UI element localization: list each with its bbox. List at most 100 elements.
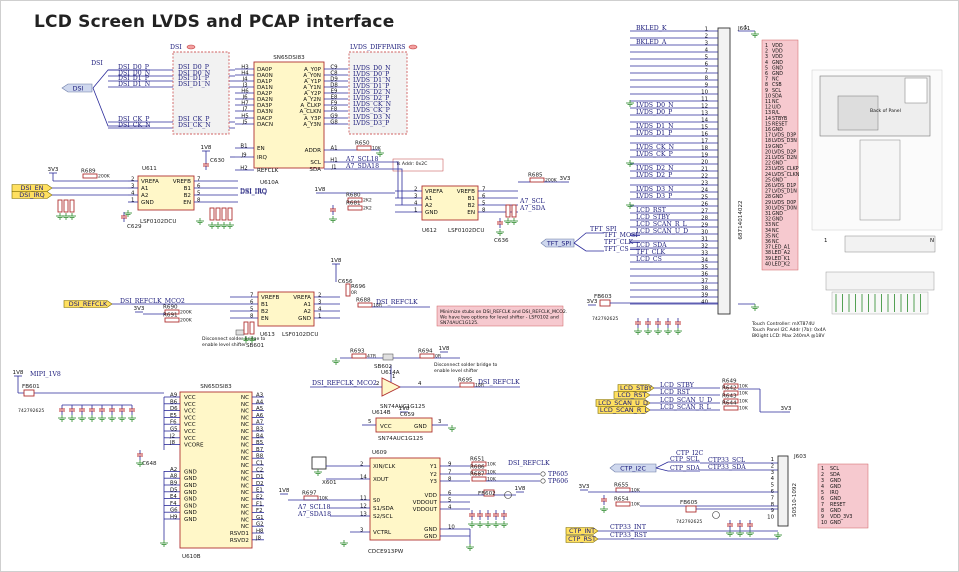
resistor: [471, 461, 487, 467]
u610b-pin-number: G5: [170, 427, 178, 433]
j601-table-name: NC: [772, 239, 780, 245]
j601-table-name: GND: [772, 65, 783, 71]
j601-table-number: 10: [765, 93, 771, 99]
u609-pin-name: GND: [424, 534, 437, 540]
u609-pin-number: 11: [360, 496, 367, 502]
j601-table-name: LVDS_D0N: [772, 205, 797, 211]
sb601-ref: SB601: [246, 343, 265, 349]
ferrite-fb605: [685, 505, 697, 513]
j601-net-label: LCD_SCAN_R_L: [636, 221, 687, 228]
u610b-pin-name: NC: [241, 422, 249, 428]
resistor: [215, 207, 221, 221]
j601-pin-number: 4: [705, 48, 709, 54]
u612-pin-number: 7: [482, 187, 485, 193]
resistor-ref: R690: [163, 305, 178, 311]
note-disconnect2: Disconnect solder bridge to: [434, 362, 498, 368]
u609-pin-number: 8: [448, 477, 452, 483]
j601-net-label: LCD_SDA: [636, 242, 667, 249]
dsi-irq-port-label: DSI_IRQ: [19, 191, 44, 199]
dsi-box-net-label: DSI_D0_N: [178, 70, 211, 77]
j601-ref: J601: [737, 26, 751, 32]
u610b-body: [179, 391, 253, 549]
lcd-ctrl-port-label: LCD_SCAN_R_L: [600, 406, 649, 414]
j601-net-label: LCD_RST: [636, 207, 667, 214]
u610b-pin-number: G2: [256, 522, 264, 528]
u614a-ref: U614A: [381, 370, 400, 376]
u609-pin-number: 10: [448, 525, 455, 531]
u611-pin-number: 1: [131, 198, 134, 204]
lcd-ctrl-net-label: LCD_SCAN_U_D: [660, 397, 712, 404]
u610b-pin-name: NC: [241, 524, 249, 530]
u610b-pin-number: E1: [256, 488, 263, 494]
u610a-ref: U610A: [260, 180, 279, 186]
u611-pin-name: EN: [183, 200, 191, 206]
u610a-part: SN65DSI83: [273, 55, 305, 61]
panel-flex-cable: [859, 139, 901, 221]
u610b-pin-name: VCC: [184, 409, 196, 415]
net-tft-spi: TFT_SPI: [590, 226, 617, 233]
u610b-pin-number: G1: [256, 515, 264, 521]
u610a-pin-name: A_Y2N: [303, 97, 321, 103]
fb601-value: 742792625: [18, 408, 44, 414]
u612-pin-name: EN: [467, 210, 475, 216]
lvds-group-title: LVDS_DIFFPAIRS: [350, 44, 406, 51]
power-label: 3V3: [134, 306, 145, 312]
lcd-ctrl-port: [617, 384, 655, 392]
j601-net-label: LVDS_D1_P: [636, 130, 672, 137]
fb601-ref: FB601: [22, 384, 40, 390]
u609-pin-number: 9: [448, 462, 452, 468]
u610b-pin-name: VCC: [184, 402, 196, 408]
resistor-value: 2K2: [363, 206, 372, 212]
u610b-ref: U610B: [182, 554, 201, 560]
power-label: 1V8: [515, 486, 526, 492]
u611-pin-name: VREFB: [173, 179, 191, 185]
note-back-of-panel: Back of Panel: [870, 108, 901, 114]
j601-pin-number: 30: [701, 230, 708, 236]
ferrite-fb602: [483, 489, 495, 497]
resistor-ref: R654: [614, 497, 629, 503]
u610b-pin-number: C2: [256, 467, 263, 473]
j601-pin-number: 29: [701, 223, 708, 229]
resistor-ref: R689: [81, 169, 96, 175]
note-disconnect1: enable level shifter: [202, 342, 246, 348]
lcd-ctrl-port: [597, 406, 651, 414]
j601-table-number: 26: [765, 183, 771, 189]
x601-ref: X601: [322, 480, 337, 486]
j603-table-name: GND: [830, 496, 841, 502]
resistor: [164, 309, 180, 315]
u612-part: LSF0102DCU: [448, 228, 484, 234]
resistor: [505, 204, 511, 218]
resistor-ref: R644: [722, 401, 737, 407]
j603-pin-number: 9: [771, 508, 775, 514]
u610a-pin-name: A_Y2P: [304, 91, 322, 97]
ctp-i2c-port-label: CTP_I2C: [620, 465, 646, 473]
dsi-net-label: DSI_D1_N: [118, 81, 151, 88]
power-label: 1V8: [331, 258, 342, 264]
u610a-pin-name: A_Y3N: [303, 122, 321, 128]
net-ctp-sda: CTP_SDA: [670, 465, 700, 472]
u610b-pin-name: NC: [241, 395, 249, 401]
fb603-ref: FB603: [594, 294, 612, 300]
j603-table-name: GND: [830, 508, 841, 514]
resistor: [221, 207, 227, 221]
u612-pin-number: 4: [414, 201, 418, 207]
u610b-pin-name: RSVD2: [230, 538, 249, 544]
j603-table-number: 4: [821, 484, 824, 490]
u613-pin-name: B1: [261, 302, 269, 308]
lvds-group-box: [348, 51, 408, 135]
u610a-pin-number: J9: [240, 153, 247, 159]
j601-table-name: LED_K2: [772, 261, 790, 267]
resistor: [357, 302, 373, 308]
j601-table-name: GND: [772, 60, 783, 66]
u610b-pin-number: G6: [170, 508, 178, 514]
u610a-pin-name: DA2P: [257, 91, 273, 97]
j601-pin-number: 39: [701, 293, 708, 299]
u614b-pin-number: 5: [368, 419, 371, 425]
j601-pin-number: 31: [701, 237, 708, 243]
j601-table-name: CSB: [772, 82, 782, 88]
u610a-pin-number: H7: [241, 101, 248, 107]
lvds-net-label: LVDS_D3_P: [353, 120, 389, 127]
lcd-ctrl-net-label: LCD_STBY: [660, 382, 695, 389]
u610b-pin-number: C1: [256, 461, 263, 467]
j601-table-number: 15: [765, 121, 771, 127]
